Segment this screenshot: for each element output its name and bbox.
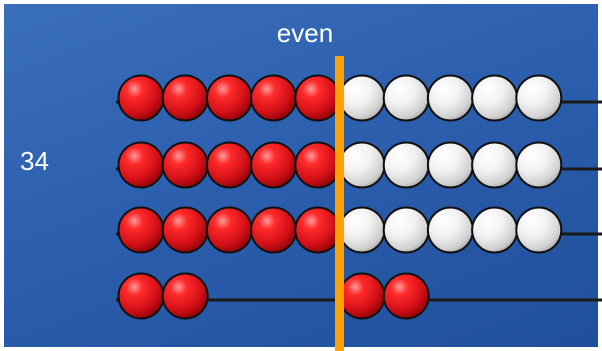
red-bead-row1-left-3[interactable] xyxy=(205,74,253,122)
red-bead-row1-left-4[interactable] xyxy=(250,74,298,122)
parity-label: even xyxy=(276,18,334,48)
red-bead-row1-left-2[interactable] xyxy=(161,74,209,122)
red-bead-row2-left-3[interactable] xyxy=(205,141,253,189)
red-bead-row3-left-4[interactable] xyxy=(250,206,298,254)
white-bead-row1-right-2[interactable] xyxy=(382,74,430,122)
white-bead-row3-right-4[interactable] xyxy=(471,206,519,254)
red-bead-row3-left-5[interactable] xyxy=(294,206,342,254)
red-bead-row3-left-2[interactable] xyxy=(161,206,209,254)
red-bead-row2-left-4[interactable] xyxy=(250,141,298,189)
red-bead-row1-left-1[interactable] xyxy=(117,74,165,122)
white-bead-row2-right-5[interactable] xyxy=(515,141,563,189)
white-bead-row1-right-4[interactable] xyxy=(471,74,519,122)
red-bead-row3-left-1[interactable] xyxy=(117,206,165,254)
white-bead-row3-right-1[interactable] xyxy=(338,206,386,254)
abacus-beads xyxy=(117,74,563,320)
white-bead-row2-right-3[interactable] xyxy=(426,141,474,189)
red-bead-row1-left-5[interactable] xyxy=(294,74,342,122)
white-bead-row3-right-3[interactable] xyxy=(426,206,474,254)
white-bead-row3-right-2[interactable] xyxy=(382,206,430,254)
red-bead-row4-left-2[interactable] xyxy=(161,272,209,320)
white-bead-row2-right-1[interactable] xyxy=(338,141,386,189)
white-bead-row2-right-4[interactable] xyxy=(471,141,519,189)
red-bead-row4-right-2[interactable] xyxy=(382,272,430,320)
red-bead-row3-left-3[interactable] xyxy=(205,206,253,254)
white-bead-row1-right-1[interactable] xyxy=(338,74,386,122)
red-bead-row2-left-1[interactable] xyxy=(117,141,165,189)
white-bead-row3-right-5[interactable] xyxy=(515,206,563,254)
red-bead-row2-left-2[interactable] xyxy=(161,141,209,189)
center-divider xyxy=(335,56,344,351)
red-bead-row2-left-5[interactable] xyxy=(294,141,342,189)
white-bead-row1-right-5[interactable] xyxy=(515,74,563,122)
number-display: 34 xyxy=(20,146,49,176)
red-bead-row4-left-1[interactable] xyxy=(117,272,165,320)
red-bead-row4-right-1[interactable] xyxy=(338,272,386,320)
white-bead-row2-right-2[interactable] xyxy=(382,141,430,189)
white-bead-row1-right-3[interactable] xyxy=(426,74,474,122)
abacus-rods xyxy=(116,100,602,302)
